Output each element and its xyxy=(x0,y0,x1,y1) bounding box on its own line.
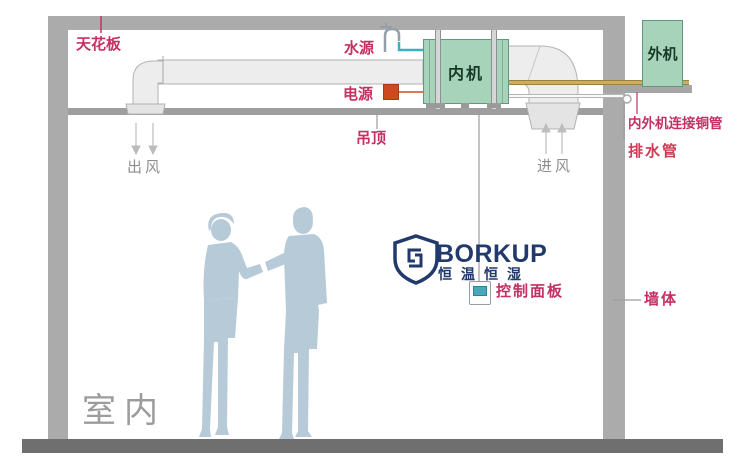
suspended-ceiling-bar xyxy=(68,108,603,115)
water-source-label: 水源 xyxy=(344,40,375,57)
arrow-down-icon xyxy=(131,145,141,156)
leader-lines xyxy=(100,16,641,301)
supply-duct xyxy=(125,56,424,115)
outdoor-unit-label: 外机 xyxy=(647,46,678,63)
air-outlet-label: 出风 xyxy=(127,159,164,176)
indoor-unit-foot xyxy=(426,103,434,108)
arrow-down-icon xyxy=(148,145,158,156)
copper-pipe-label: 内外机连接铜管 xyxy=(628,116,723,131)
water-supply-pipe xyxy=(397,42,423,52)
shield-logo-icon xyxy=(393,234,439,285)
drain-pipe-run xyxy=(508,94,624,98)
hanger-rod-left xyxy=(435,30,441,109)
drain-pipe-label: 排水管 xyxy=(628,143,680,160)
outdoor-unit-shelf xyxy=(603,85,692,93)
floor-slab xyxy=(22,439,723,453)
air-inlet-arrows xyxy=(541,122,567,154)
people-silhouette-illustration xyxy=(199,207,327,439)
wall-label: 墙体 xyxy=(644,291,679,308)
arrow-up-icon xyxy=(557,122,567,133)
ceiling-label: 天花板 xyxy=(76,36,122,53)
indoor-unit-panel-seam xyxy=(502,40,503,103)
return-air-grille xyxy=(525,102,581,130)
right-wall xyxy=(603,16,625,439)
indoor-room-label: 室内 xyxy=(82,392,166,430)
hanger-bracket xyxy=(431,103,445,108)
air-inlet-label: 进风 xyxy=(537,158,574,175)
suspended-ceiling-label: 吊顶 xyxy=(356,130,387,147)
air-outlet-arrows xyxy=(131,123,158,156)
indoor-unit-label: 内机 xyxy=(447,65,484,83)
return-duct xyxy=(507,45,581,130)
supply-air-grille xyxy=(125,103,166,115)
hanger-bracket xyxy=(487,103,501,108)
control-panel-screen xyxy=(473,286,487,296)
control-panel-device xyxy=(469,281,491,305)
power-label: 电源 xyxy=(343,86,374,103)
faucet-icon xyxy=(380,23,401,52)
arrow-up-icon xyxy=(541,122,551,133)
control-panel-label: 控制面板 xyxy=(496,283,565,300)
indoor-unit-panel-seam xyxy=(429,40,430,103)
brand-tagline: 恒温恒湿 xyxy=(438,266,530,282)
connecting-copper-pipe xyxy=(508,80,689,85)
brand-name: BORKUP xyxy=(436,240,548,268)
hanger-rod-right xyxy=(491,30,497,109)
outdoor-unit: 外机 xyxy=(642,20,683,87)
left-wall xyxy=(48,16,68,439)
power-supply-box xyxy=(383,84,399,100)
drain-hook-icon xyxy=(622,94,632,104)
indoor-unit-foot xyxy=(461,103,469,108)
ceiling-slab xyxy=(48,16,603,30)
